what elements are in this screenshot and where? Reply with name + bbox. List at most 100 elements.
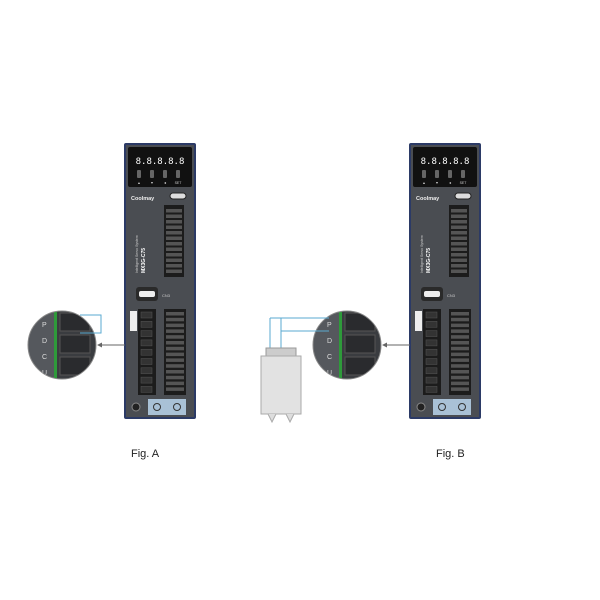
terminal-pin	[166, 253, 182, 257]
button-label: ◄	[163, 181, 166, 185]
terminal-pin	[451, 381, 469, 386]
terminal-pin	[166, 312, 184, 316]
button-label: ▼	[150, 181, 153, 185]
power-screw	[140, 339, 153, 347]
resistor-bracket	[265, 347, 297, 357]
terminal-pin	[166, 387, 184, 391]
terminal-slot	[59, 334, 91, 354]
terminal-label-U: U	[327, 370, 332, 377]
terminal-pin	[451, 312, 469, 316]
terminal-slot	[59, 312, 91, 332]
figure-a-caption: Fig. A	[131, 448, 160, 460]
terminal-pin	[451, 341, 469, 345]
motor-terminal	[433, 399, 471, 415]
terminal-pin	[166, 323, 184, 328]
model-text: MX3G-C75	[141, 248, 147, 273]
led-indicator	[422, 170, 426, 178]
terminal-pin	[166, 231, 182, 235]
motor-terminal	[148, 399, 186, 415]
terminal-slot	[344, 334, 376, 354]
terminal-slot	[344, 378, 376, 379]
terminal-pin	[166, 236, 182, 240]
model-text: MX3G-C75	[426, 248, 432, 273]
power-screw	[425, 358, 438, 365]
motor-screw	[458, 403, 466, 411]
power-screw	[140, 321, 153, 328]
power-screw	[425, 367, 438, 375]
power-screw	[425, 376, 438, 384]
usb-port	[454, 192, 472, 200]
terminal-pin	[451, 247, 467, 251]
led-indicator	[150, 170, 154, 178]
terminal-slot	[59, 356, 91, 376]
button-label: SET	[460, 181, 468, 185]
terminal-pin	[451, 352, 469, 357]
terminal-pin	[166, 242, 182, 246]
led-indicator	[435, 170, 439, 178]
terminal-pin	[451, 225, 467, 229]
terminal-pin	[166, 375, 184, 380]
power-screw	[140, 348, 153, 356]
led-indicator	[137, 170, 141, 178]
power-screw	[425, 321, 438, 328]
pointer-arrowhead	[382, 342, 387, 348]
motor-screw	[173, 403, 181, 411]
terminal-pin	[451, 370, 469, 374]
power-screw	[140, 358, 153, 365]
brand-logo: Coolmay	[131, 196, 155, 202]
terminal-slot	[59, 378, 91, 379]
power-screw	[425, 330, 438, 337]
button-label: ▲	[422, 181, 425, 185]
terminal-label-C: C	[327, 354, 332, 361]
terminal-pin	[166, 381, 184, 386]
button-label: ▼	[435, 181, 438, 185]
motor-screw	[153, 403, 161, 411]
terminal-pin	[451, 258, 467, 262]
terminal-label-U: U	[42, 370, 47, 377]
terminal-pin	[166, 247, 182, 251]
power-screw	[425, 311, 438, 319]
power-screw	[140, 386, 153, 393]
figure-b-caption: Fig. B	[436, 448, 465, 460]
subtitle-text: Intelligent Servo System	[135, 235, 139, 273]
button-label: SET	[175, 181, 183, 185]
encoder-port-socket	[139, 291, 155, 297]
terminal-pin	[166, 214, 182, 218]
short-circuit-jumper	[80, 314, 102, 334]
usb-port	[169, 192, 187, 200]
terminal-label-P: P	[42, 322, 47, 329]
terminal-pin	[451, 220, 467, 224]
power-screw	[140, 376, 153, 384]
terminal-label-C: C	[42, 354, 47, 361]
terminal-pin	[451, 214, 467, 218]
terminal-pin	[166, 264, 182, 268]
encoder-port-socket	[424, 291, 440, 297]
terminal-pin	[166, 335, 184, 339]
warning-label	[130, 311, 137, 331]
terminal-pin	[166, 317, 184, 322]
pointer-arrowhead	[97, 342, 102, 348]
terminal-pin	[166, 358, 184, 362]
power-screw	[425, 339, 438, 347]
terminal-pin	[451, 236, 467, 240]
terminal-pin	[166, 364, 184, 368]
power-screw	[140, 367, 153, 375]
terminal-pin	[166, 329, 184, 333]
seven-segment-display: 8.8.8.8.8	[136, 157, 185, 167]
led-indicator	[461, 170, 465, 178]
terminal-label-P: P	[327, 322, 332, 329]
button-label: ◄	[448, 181, 451, 185]
terminal-pin	[451, 358, 469, 362]
terminal-pin	[451, 323, 469, 328]
port-label: CN3	[447, 293, 456, 298]
resistor-wires	[269, 317, 329, 348]
terminal-pin	[166, 258, 182, 262]
terminal-pin	[451, 231, 467, 235]
terminal-pin	[451, 264, 467, 268]
terminal-pin	[451, 269, 467, 273]
